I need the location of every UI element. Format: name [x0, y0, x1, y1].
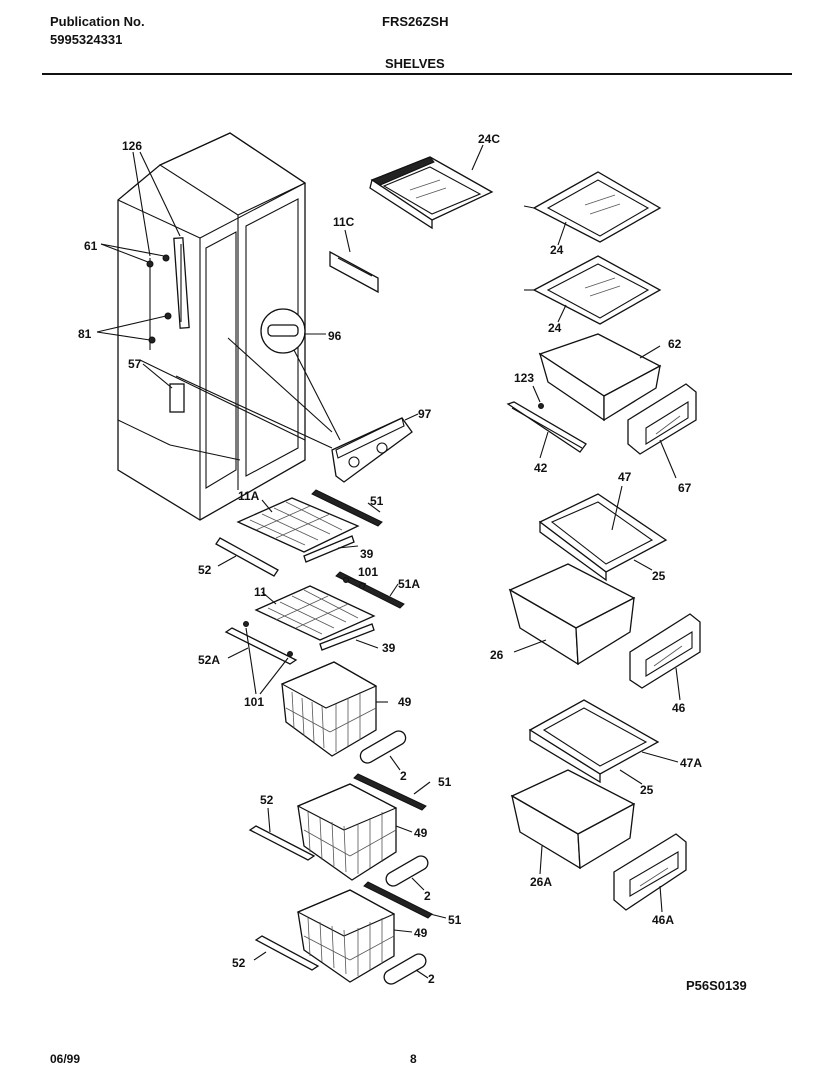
callout-39-lower: 39 [382, 641, 396, 655]
callout-39-top: 39 [360, 547, 374, 561]
callout-62: 62 [668, 337, 682, 351]
section-title: SHELVES [385, 56, 445, 71]
callout-51-top: 51 [370, 494, 384, 508]
refrigerator-cabinet [117, 132, 333, 521]
callout-67: 67 [678, 481, 692, 495]
callout-51-bottom: 51 [448, 913, 462, 927]
callout-101-top: 101 [358, 565, 378, 579]
callout-123: 123 [514, 371, 534, 385]
rail-51-top [311, 489, 383, 527]
shelf-24-upper [523, 171, 662, 246]
drawing-code: P56S0139 [686, 978, 747, 993]
pan-62 [538, 333, 662, 422]
callout-96: 96 [328, 329, 342, 343]
callout-26: 26 [490, 648, 504, 662]
basket-49-middle [296, 783, 413, 881]
callout-2-middle: 2 [424, 889, 431, 903]
cover-67 [627, 383, 697, 479]
callout-51-middle: 51 [438, 775, 452, 789]
callout-25-lower: 25 [640, 783, 654, 797]
callout-57: 57 [128, 357, 142, 371]
shelf-11 [254, 585, 376, 641]
bar-42 [506, 385, 587, 459]
rail-39-lower [319, 623, 379, 651]
callout-11a: 11A [238, 489, 260, 503]
rail-52-top [215, 537, 279, 577]
rail-52a [224, 621, 298, 695]
header-rule [42, 73, 792, 75]
handle-2-middle [385, 855, 429, 891]
callout-42: 42 [534, 461, 548, 475]
rail-39-top [303, 535, 359, 563]
callout-61: 61 [84, 239, 98, 253]
callout-52-bottom: 52 [232, 956, 246, 970]
publication-number: 5995324331 [50, 32, 123, 47]
callout-81: 81 [78, 327, 92, 341]
rail-51-middle [353, 773, 431, 811]
rail-51a [335, 571, 405, 609]
callout-11c: 11C [333, 215, 355, 229]
control-housing-97 [331, 413, 419, 483]
callout-101-lower: 101 [244, 695, 264, 709]
callout-26a: 26A [530, 875, 552, 889]
callout-49-top: 49 [398, 695, 412, 709]
cabinet-leader-lines [96, 151, 181, 389]
shelf-11a [236, 497, 360, 553]
callout-24-lower: 24 [548, 321, 562, 335]
callout-52-middle: 52 [260, 793, 274, 807]
shelf-24-lower [524, 255, 662, 325]
callout-47: 47 [618, 470, 632, 484]
callout-126: 126 [122, 139, 142, 153]
shelf-47 [538, 485, 668, 582]
callout-2-bottom: 2 [428, 972, 435, 986]
callout-47a: 47A [680, 756, 702, 770]
callout-52-top: 52 [198, 563, 212, 577]
callout-46: 46 [672, 701, 686, 715]
callout-49-bottom: 49 [414, 926, 428, 940]
callout-25-upper: 25 [652, 569, 666, 583]
callout-97: 97 [418, 407, 432, 421]
footer-date: 06/99 [50, 1052, 81, 1066]
callout-24-upper: 24 [550, 243, 564, 257]
footer-page-number: 8 [410, 1052, 417, 1066]
callout-49-middle: 49 [414, 826, 428, 840]
rail-52-bottom [253, 935, 320, 971]
callout-46a: 46A [652, 913, 674, 927]
damper-knob-96 [260, 308, 341, 441]
basket-49-bottom [296, 889, 413, 983]
cover-46 [629, 613, 701, 701]
callout-52a: 52A [198, 653, 220, 667]
publication-label: Publication No. [50, 14, 145, 29]
rail-52-middle [248, 807, 316, 861]
callout-11: 11 [254, 585, 267, 599]
crisper-26a [510, 769, 636, 875]
cover-46a [613, 833, 687, 913]
model-number: FRS26ZSH [382, 14, 449, 29]
shelf-24c [369, 144, 494, 230]
basket-49-top [280, 661, 388, 757]
rail-11c [329, 229, 379, 294]
callout-51a: 51A [398, 577, 420, 591]
rail-51-bottom [363, 881, 447, 919]
callout-24c: 24C [478, 132, 500, 146]
crisper-26 [508, 563, 636, 666]
shelf-47a [528, 699, 679, 785]
callout-2-top: 2 [400, 769, 407, 783]
handle-2-top [359, 730, 407, 771]
handle-2-bottom [383, 953, 429, 985]
